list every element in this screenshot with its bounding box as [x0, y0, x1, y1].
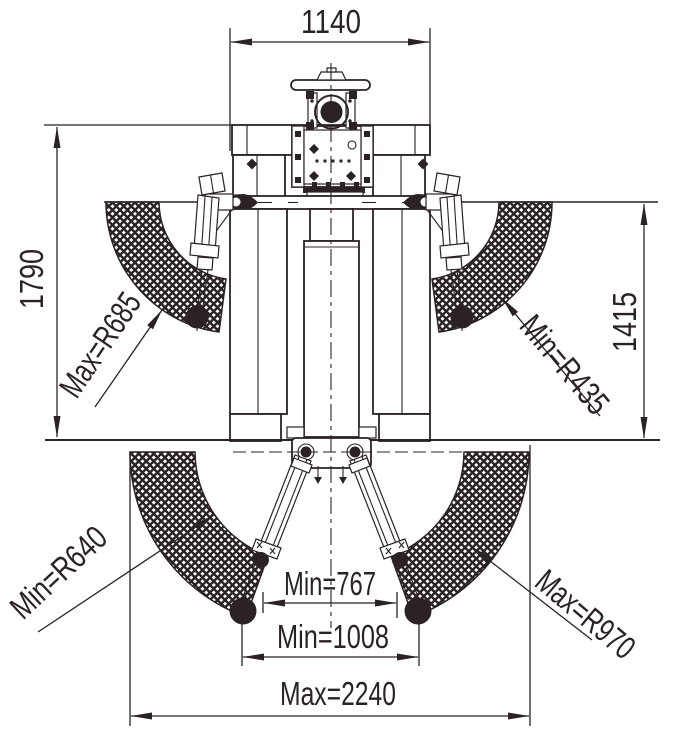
bolt-strip: [303, 187, 365, 193]
lift-pad-lower-right: [404, 597, 432, 625]
radius-label-lower-left: Min=R640: [3, 518, 115, 626]
lower-arm-pivot-right: [349, 446, 361, 458]
radius-label-upper-right: Min=R435: [513, 307, 617, 421]
leader-upper-right-radius: [501, 297, 601, 417]
radius-label-lower-right: Max=R970: [529, 562, 643, 666]
lower-arm-elbow-left: [253, 552, 269, 568]
swing-zone-upper-left: [105, 201, 227, 333]
lift-pad-upper-left: [185, 305, 209, 329]
swing-zone-lower-right: [390, 451, 530, 618]
dim-label-top-width: 1140: [301, 3, 361, 40]
gearbox-plate: [291, 125, 374, 188]
leader-upper-left-radius: [94, 309, 163, 408]
dim-label-bottom-middle: Min=1008: [277, 618, 389, 655]
column-foot-left: [229, 413, 282, 442]
arm-collar-left: [189, 242, 220, 259]
anchor-bolt-left: [314, 477, 322, 484]
bolt-diamond-left: [246, 158, 258, 170]
lift-pad-lower-left: [229, 597, 257, 625]
anchor-bolt-right: [339, 477, 347, 484]
plate-hole: [347, 140, 357, 150]
upper-arm-right: [424, 172, 474, 331]
swing-zone-upper-right: [431, 201, 553, 333]
dim-label-bottom-inner: Min=767: [284, 565, 376, 602]
main-column: [229, 208, 431, 442]
lower-arm-left: [229, 454, 313, 625]
lower-arm-elbow-right: [392, 552, 408, 568]
pulley-hub: [320, 101, 343, 123]
dim-label-left-height: 1790: [13, 249, 50, 309]
leader-lower-right-radius: [471, 546, 593, 641]
dim-label-bottom-outer: Max=2240: [280, 675, 396, 712]
arm-collar-right: [439, 242, 470, 259]
lower-arm-right: [348, 454, 432, 625]
upper-arm-left: [185, 172, 235, 331]
leader-lower-left-radius: [37, 514, 215, 633]
column-foot-right: [378, 413, 431, 442]
dim-label-right-height: 1415: [606, 292, 643, 352]
lift-pad-upper-right: [450, 305, 474, 329]
radius-label-upper-left: Max=R685: [52, 285, 149, 404]
dimensions: [37, 28, 648, 726]
bolt-diamond-right: [417, 158, 429, 170]
swing-zones: [105, 201, 553, 618]
swing-zone-lower-left: [129, 451, 269, 618]
